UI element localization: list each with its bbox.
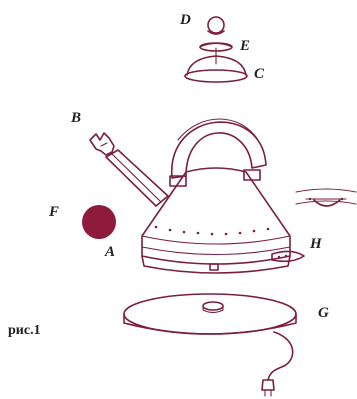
power-cord <box>261 331 294 397</box>
handle <box>169 118 267 187</box>
label-g: G <box>318 305 329 321</box>
power-base <box>123 293 297 335</box>
red-disc <box>82 205 116 239</box>
lid-knob <box>207 16 225 35</box>
label-d: D <box>179 12 191 28</box>
label-f: F <box>48 204 59 220</box>
whistle-bird <box>89 132 115 156</box>
figure-caption: рис.1 <box>8 323 41 338</box>
kettle-body <box>141 167 291 274</box>
power-switch <box>271 250 305 263</box>
switch-detail <box>295 188 357 207</box>
label-b: B <box>70 110 81 126</box>
label-e: E <box>239 38 250 54</box>
body-dot-row <box>154 225 270 236</box>
label-a: A <box>104 244 115 260</box>
label-c: C <box>254 66 265 82</box>
label-h: H <box>309 236 323 252</box>
lid <box>184 55 248 83</box>
spout <box>105 149 169 207</box>
lid-washer <box>199 42 233 58</box>
